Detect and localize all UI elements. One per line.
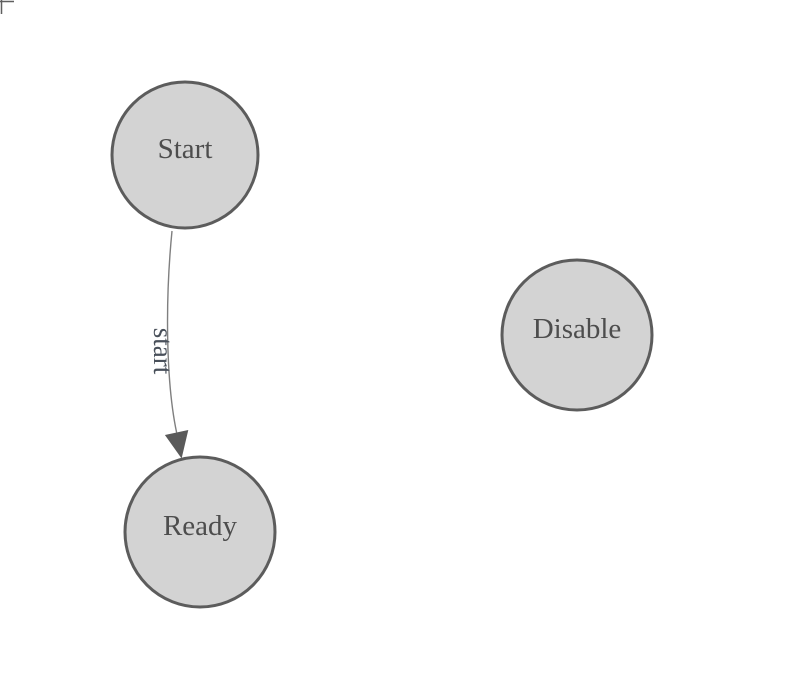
state-circle-ready[interactable] <box>123 455 277 609</box>
state-label-disable: Disable <box>533 313 622 345</box>
transition-arrowhead-icon <box>164 430 189 459</box>
state-node-start[interactable]: Start <box>110 80 260 230</box>
transition-start-to-ready[interactable]: start <box>148 230 189 459</box>
state-circle-start[interactable] <box>110 80 260 230</box>
state-label-start: Start <box>158 133 213 165</box>
state-label-ready: Ready <box>163 510 238 542</box>
state-node-disable[interactable]: Disable <box>500 258 654 412</box>
state-circle-disable[interactable] <box>500 258 654 412</box>
paper-corner-mark <box>0 0 14 14</box>
transition-label[interactable]: start <box>148 328 178 375</box>
transition-line[interactable] <box>166 230 178 433</box>
state-node-ready[interactable]: Ready <box>123 455 277 609</box>
